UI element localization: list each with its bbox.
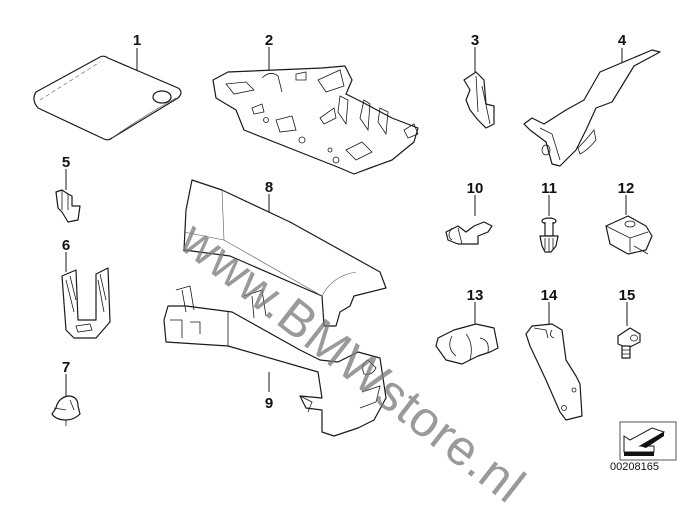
callout-3: 3 bbox=[470, 32, 480, 49]
part-8-trim-cover[interactable] bbox=[183, 179, 387, 327]
part-13-double-clip[interactable] bbox=[435, 302, 499, 365]
part-3-clip[interactable] bbox=[463, 47, 495, 129]
diagram-number: 00208165 bbox=[610, 461, 659, 473]
callout-1: 1 bbox=[132, 32, 142, 49]
part-10-cable-clip[interactable] bbox=[445, 195, 493, 245]
parts-diagram bbox=[33, 47, 677, 461]
part-14-bracket[interactable] bbox=[525, 302, 583, 421]
callout-8: 8 bbox=[264, 179, 274, 196]
part-4-bracket[interactable] bbox=[523, 48, 661, 167]
callout-4: 4 bbox=[617, 32, 627, 49]
part-9-cable-duct[interactable] bbox=[163, 285, 387, 437]
part-5-clip[interactable] bbox=[55, 169, 81, 223]
callout-7: 7 bbox=[61, 359, 71, 376]
callout-14: 14 bbox=[540, 287, 558, 304]
callout-6: 6 bbox=[61, 237, 71, 254]
part-15-bolt[interactable] bbox=[617, 302, 641, 359]
part-1-pouch[interactable] bbox=[33, 48, 182, 141]
orientation-arrow-icon bbox=[619, 421, 677, 461]
callout-11: 11 bbox=[541, 180, 557, 197]
part-2-mounting-plate[interactable] bbox=[212, 47, 419, 175]
callout-9: 9 bbox=[264, 395, 274, 412]
callout-15: 15 bbox=[618, 287, 636, 304]
callout-12: 12 bbox=[617, 180, 635, 197]
callout-13: 13 bbox=[466, 287, 484, 304]
part-12-cable-clamp[interactable] bbox=[605, 195, 653, 255]
callout-10: 10 bbox=[466, 180, 484, 197]
part-11-rivet[interactable] bbox=[539, 195, 559, 253]
part-7-clip-nut[interactable] bbox=[51, 374, 81, 426]
part-6-holder[interactable] bbox=[61, 252, 111, 339]
callout-5: 5 bbox=[61, 154, 71, 171]
callout-2: 2 bbox=[264, 32, 274, 49]
